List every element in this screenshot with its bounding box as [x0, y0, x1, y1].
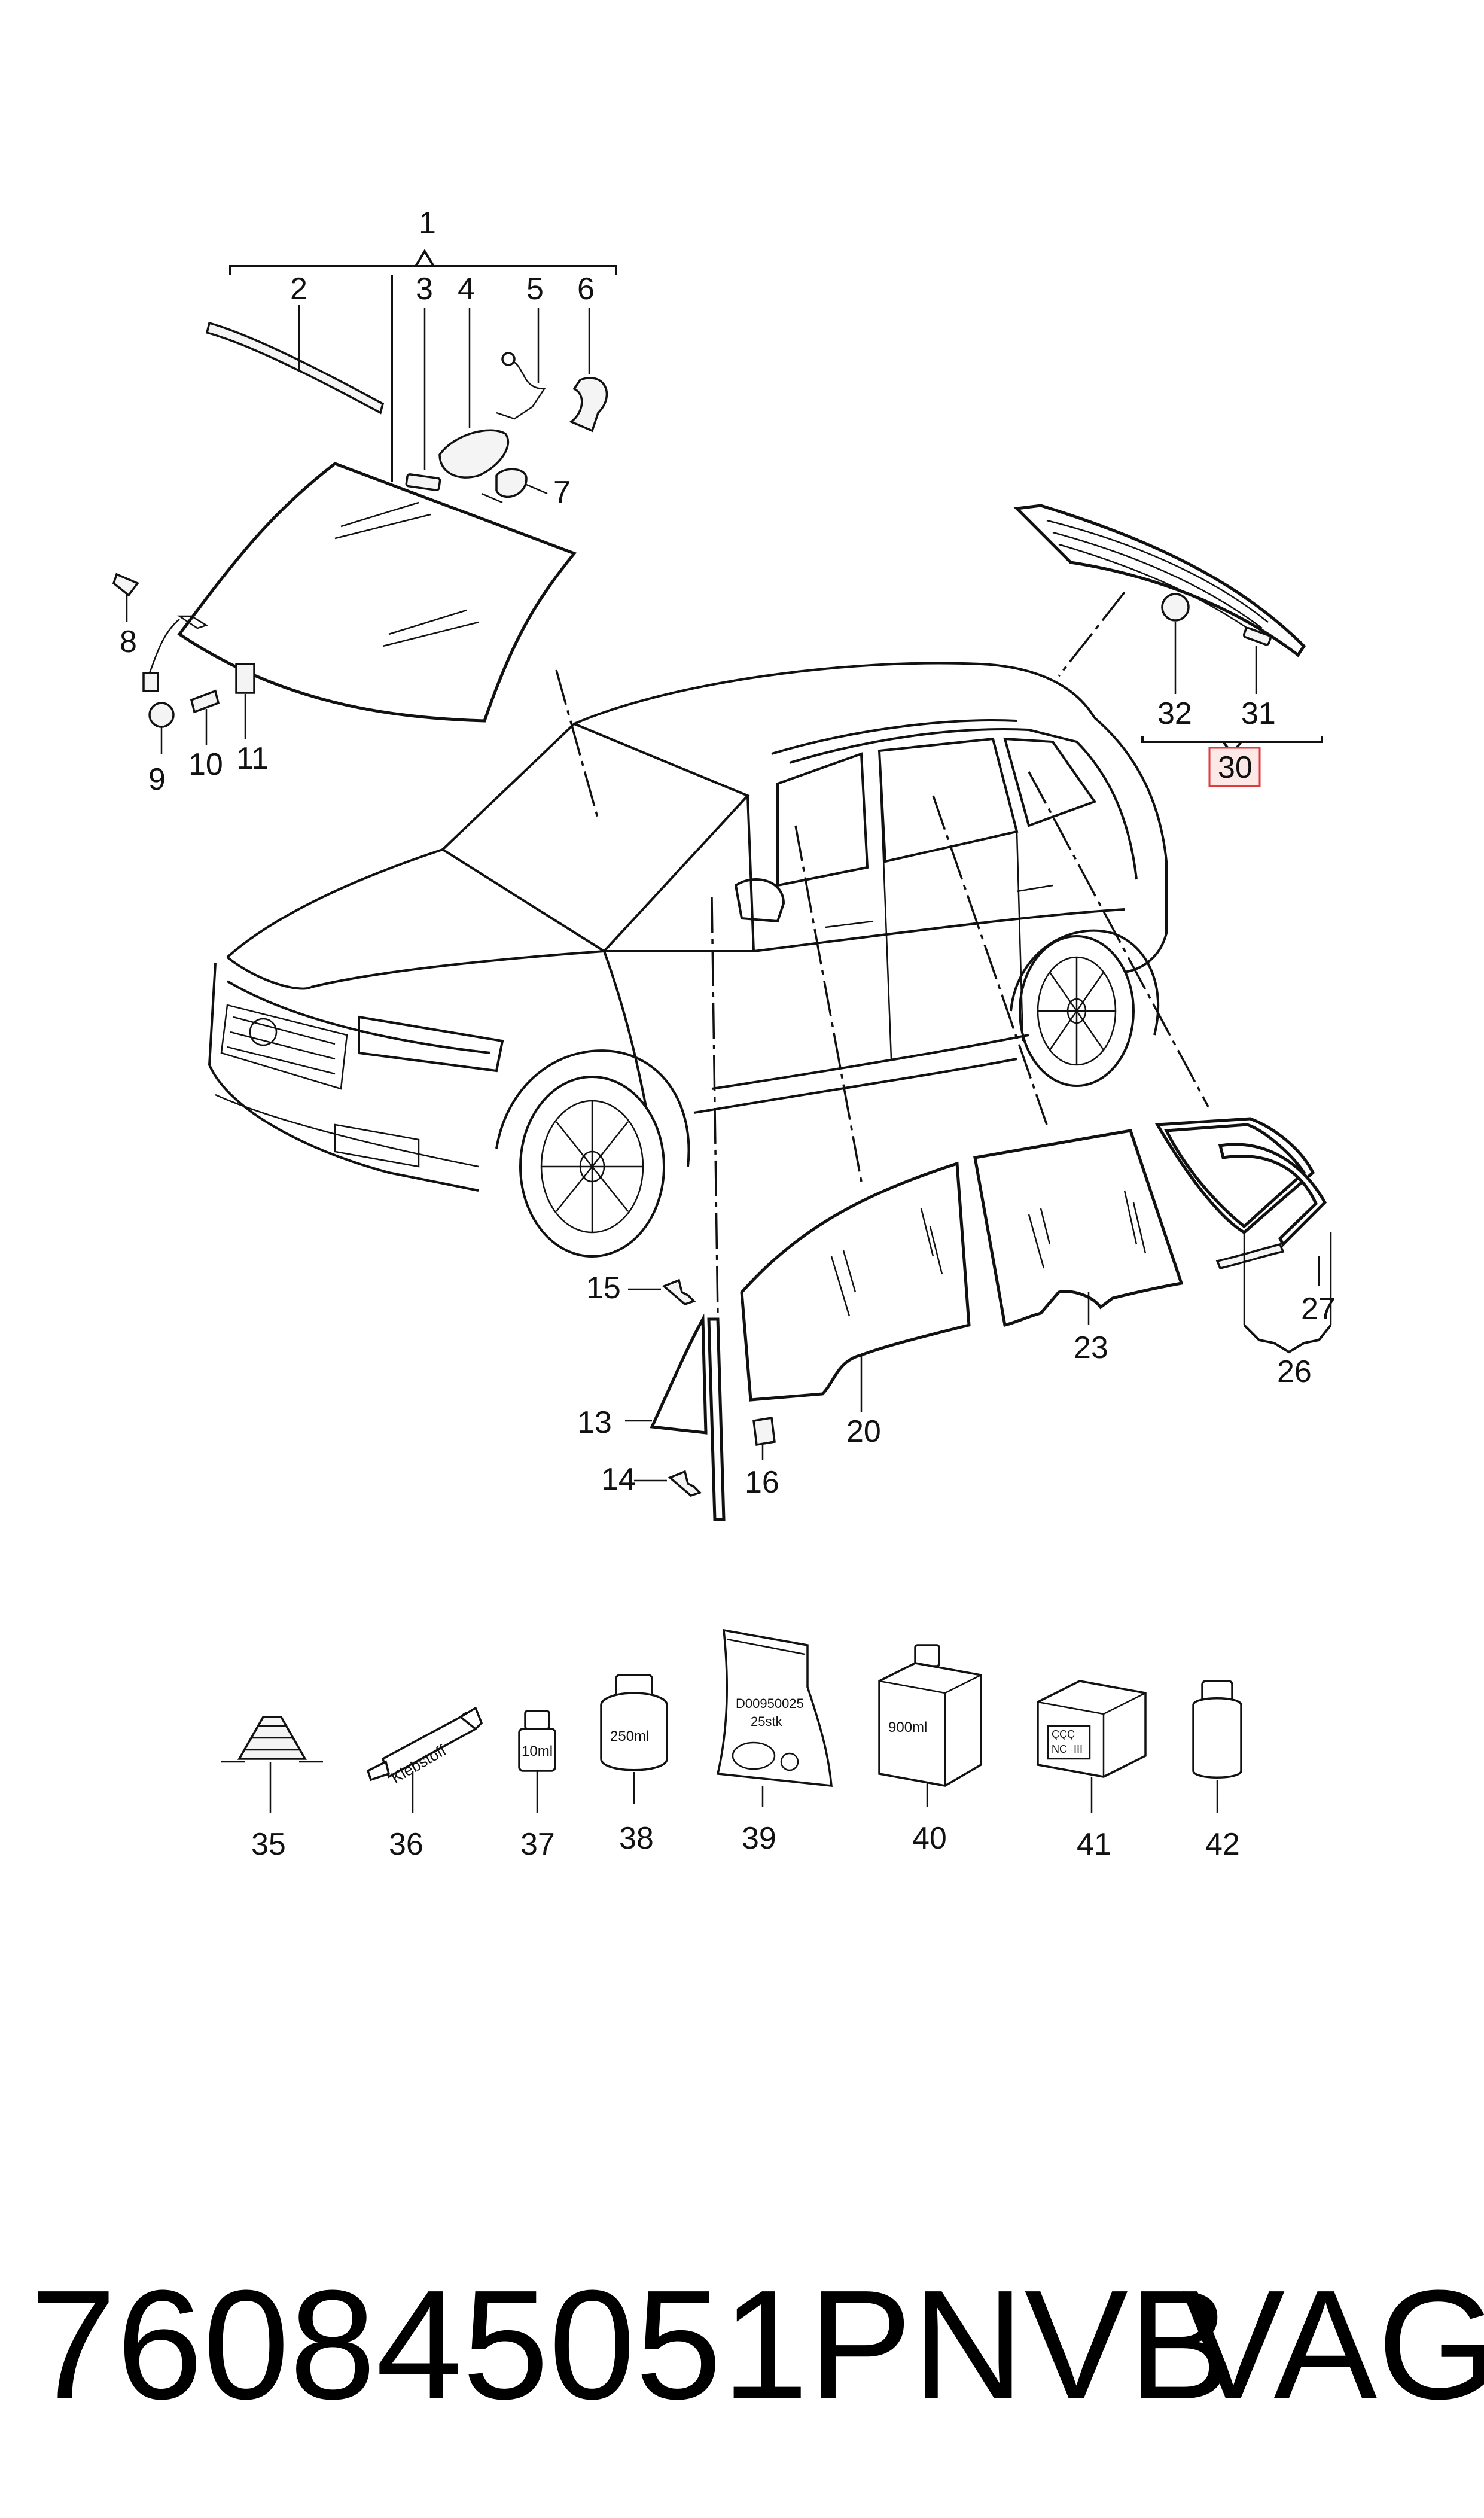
- callout-16: 16: [745, 1465, 779, 1500]
- rear-window-group: 32 31 30: [1013, 504, 1323, 787]
- callout-8: 8: [120, 625, 137, 659]
- screw-lower: [668, 1470, 702, 1497]
- seal-strip: [1215, 1243, 1285, 1270]
- activator-bottle: [1192, 1680, 1242, 1813]
- callout-10: 10: [188, 747, 223, 782]
- rear-wiper-grommet: [1161, 593, 1190, 622]
- connector-part: [142, 672, 159, 692]
- cartridge-box: ÇÇÇ NC III: [1037, 1680, 1147, 1813]
- callout-23: 23: [1074, 1330, 1108, 1365]
- windshield-label: [405, 473, 441, 492]
- front-quarter-glass: [650, 1313, 708, 1435]
- callout-4: 4: [458, 272, 475, 306]
- group-bracket-1: [229, 265, 617, 275]
- bolt-part: [190, 689, 220, 714]
- bottle-label: 10ml: [522, 1743, 553, 1759]
- box-mark-1: ÇÇÇ: [1052, 1728, 1075, 1740]
- glass-clip: [752, 1416, 776, 1447]
- callout-38: 38: [619, 1821, 654, 1856]
- primer-bottle-small: 10ml: [518, 1710, 556, 1813]
- callout-15: 15: [586, 1271, 621, 1305]
- callout-35: 35: [251, 1827, 286, 1862]
- rear-window-label: [1242, 627, 1272, 646]
- callout-20: 20: [846, 1414, 881, 1449]
- callout-32: 32: [1157, 696, 1192, 731]
- bracket-cover: [569, 377, 608, 433]
- callout-5: 5: [526, 272, 544, 306]
- group-bracket-tip-1: [415, 249, 435, 267]
- can-label: 250ml: [610, 1728, 649, 1744]
- callout-31: 31: [1241, 696, 1276, 731]
- callout-39: 39: [742, 1821, 776, 1856]
- callout-41: 41: [1077, 1827, 1111, 1862]
- box-mark-3: III: [1074, 1743, 1083, 1755]
- rear-door-glass: [973, 1129, 1184, 1327]
- brand-name: VAG: [1181, 2258, 1484, 2432]
- callout-9: 9: [148, 762, 166, 797]
- callout-6: 6: [577, 272, 595, 306]
- part-number: 760845051PNVB: [30, 2258, 1232, 2432]
- callout-1: 1: [419, 206, 436, 240]
- windshield-group: 1 2 3 4 5 6 7: [177, 206, 617, 820]
- callout-36: 36: [389, 1827, 423, 1862]
- screw-upper: [662, 1278, 696, 1305]
- windshield-glass: [177, 462, 577, 723]
- side-glass-group: 20 13 15 14 16 23 27 26: [577, 771, 1336, 1521]
- quarter-glass-seal: [1218, 1143, 1327, 1247]
- callout-37: 37: [520, 1827, 555, 1862]
- sensor-housing: [438, 429, 510, 479]
- adhesive-canister: 900ml: [878, 1644, 982, 1807]
- vehicle-outline: [208, 662, 1168, 1258]
- accessories-row: 35 Klebstoff 36 10ml 37 250ml 38: [221, 1628, 1242, 1862]
- grommet-part: [148, 702, 175, 728]
- front-door-glass: [740, 1161, 971, 1402]
- kit-code: D00950025: [736, 1696, 804, 1711]
- windshield-small-parts: 8 9 10 11: [112, 573, 269, 797]
- callout-2: 2: [290, 272, 307, 306]
- pad-part: [235, 663, 255, 694]
- box-mark-2: NC: [1052, 1743, 1067, 1755]
- callout-13: 13: [577, 1405, 612, 1440]
- callout-14: 14: [601, 1462, 636, 1497]
- windshield-trim-strip: [205, 321, 385, 415]
- adhesive-tube: Klebstoff: [366, 1706, 483, 1813]
- highlight-box-30: [1208, 747, 1261, 787]
- callout-42: 42: [1205, 1827, 1240, 1862]
- division-bar: [707, 1317, 726, 1521]
- rain-sensor: [495, 468, 528, 498]
- callout-27: 27: [1301, 1292, 1336, 1326]
- callout-26: 26: [1277, 1354, 1312, 1389]
- callout-40: 40: [912, 1821, 947, 1856]
- canister-label: 900ml: [888, 1719, 927, 1735]
- sealant-nozzle: [221, 1716, 323, 1813]
- callout-7: 7: [553, 475, 571, 510]
- callout-30: 30: [1218, 750, 1253, 785]
- callout-11: 11: [236, 741, 269, 776]
- primer-can: 250ml: [600, 1674, 668, 1804]
- callout-3: 3: [416, 272, 433, 306]
- repair-kit-pouch: D00950025 25stk: [716, 1628, 833, 1807]
- kit-quantity: 25stk: [751, 1714, 783, 1729]
- clip-part: [112, 573, 139, 597]
